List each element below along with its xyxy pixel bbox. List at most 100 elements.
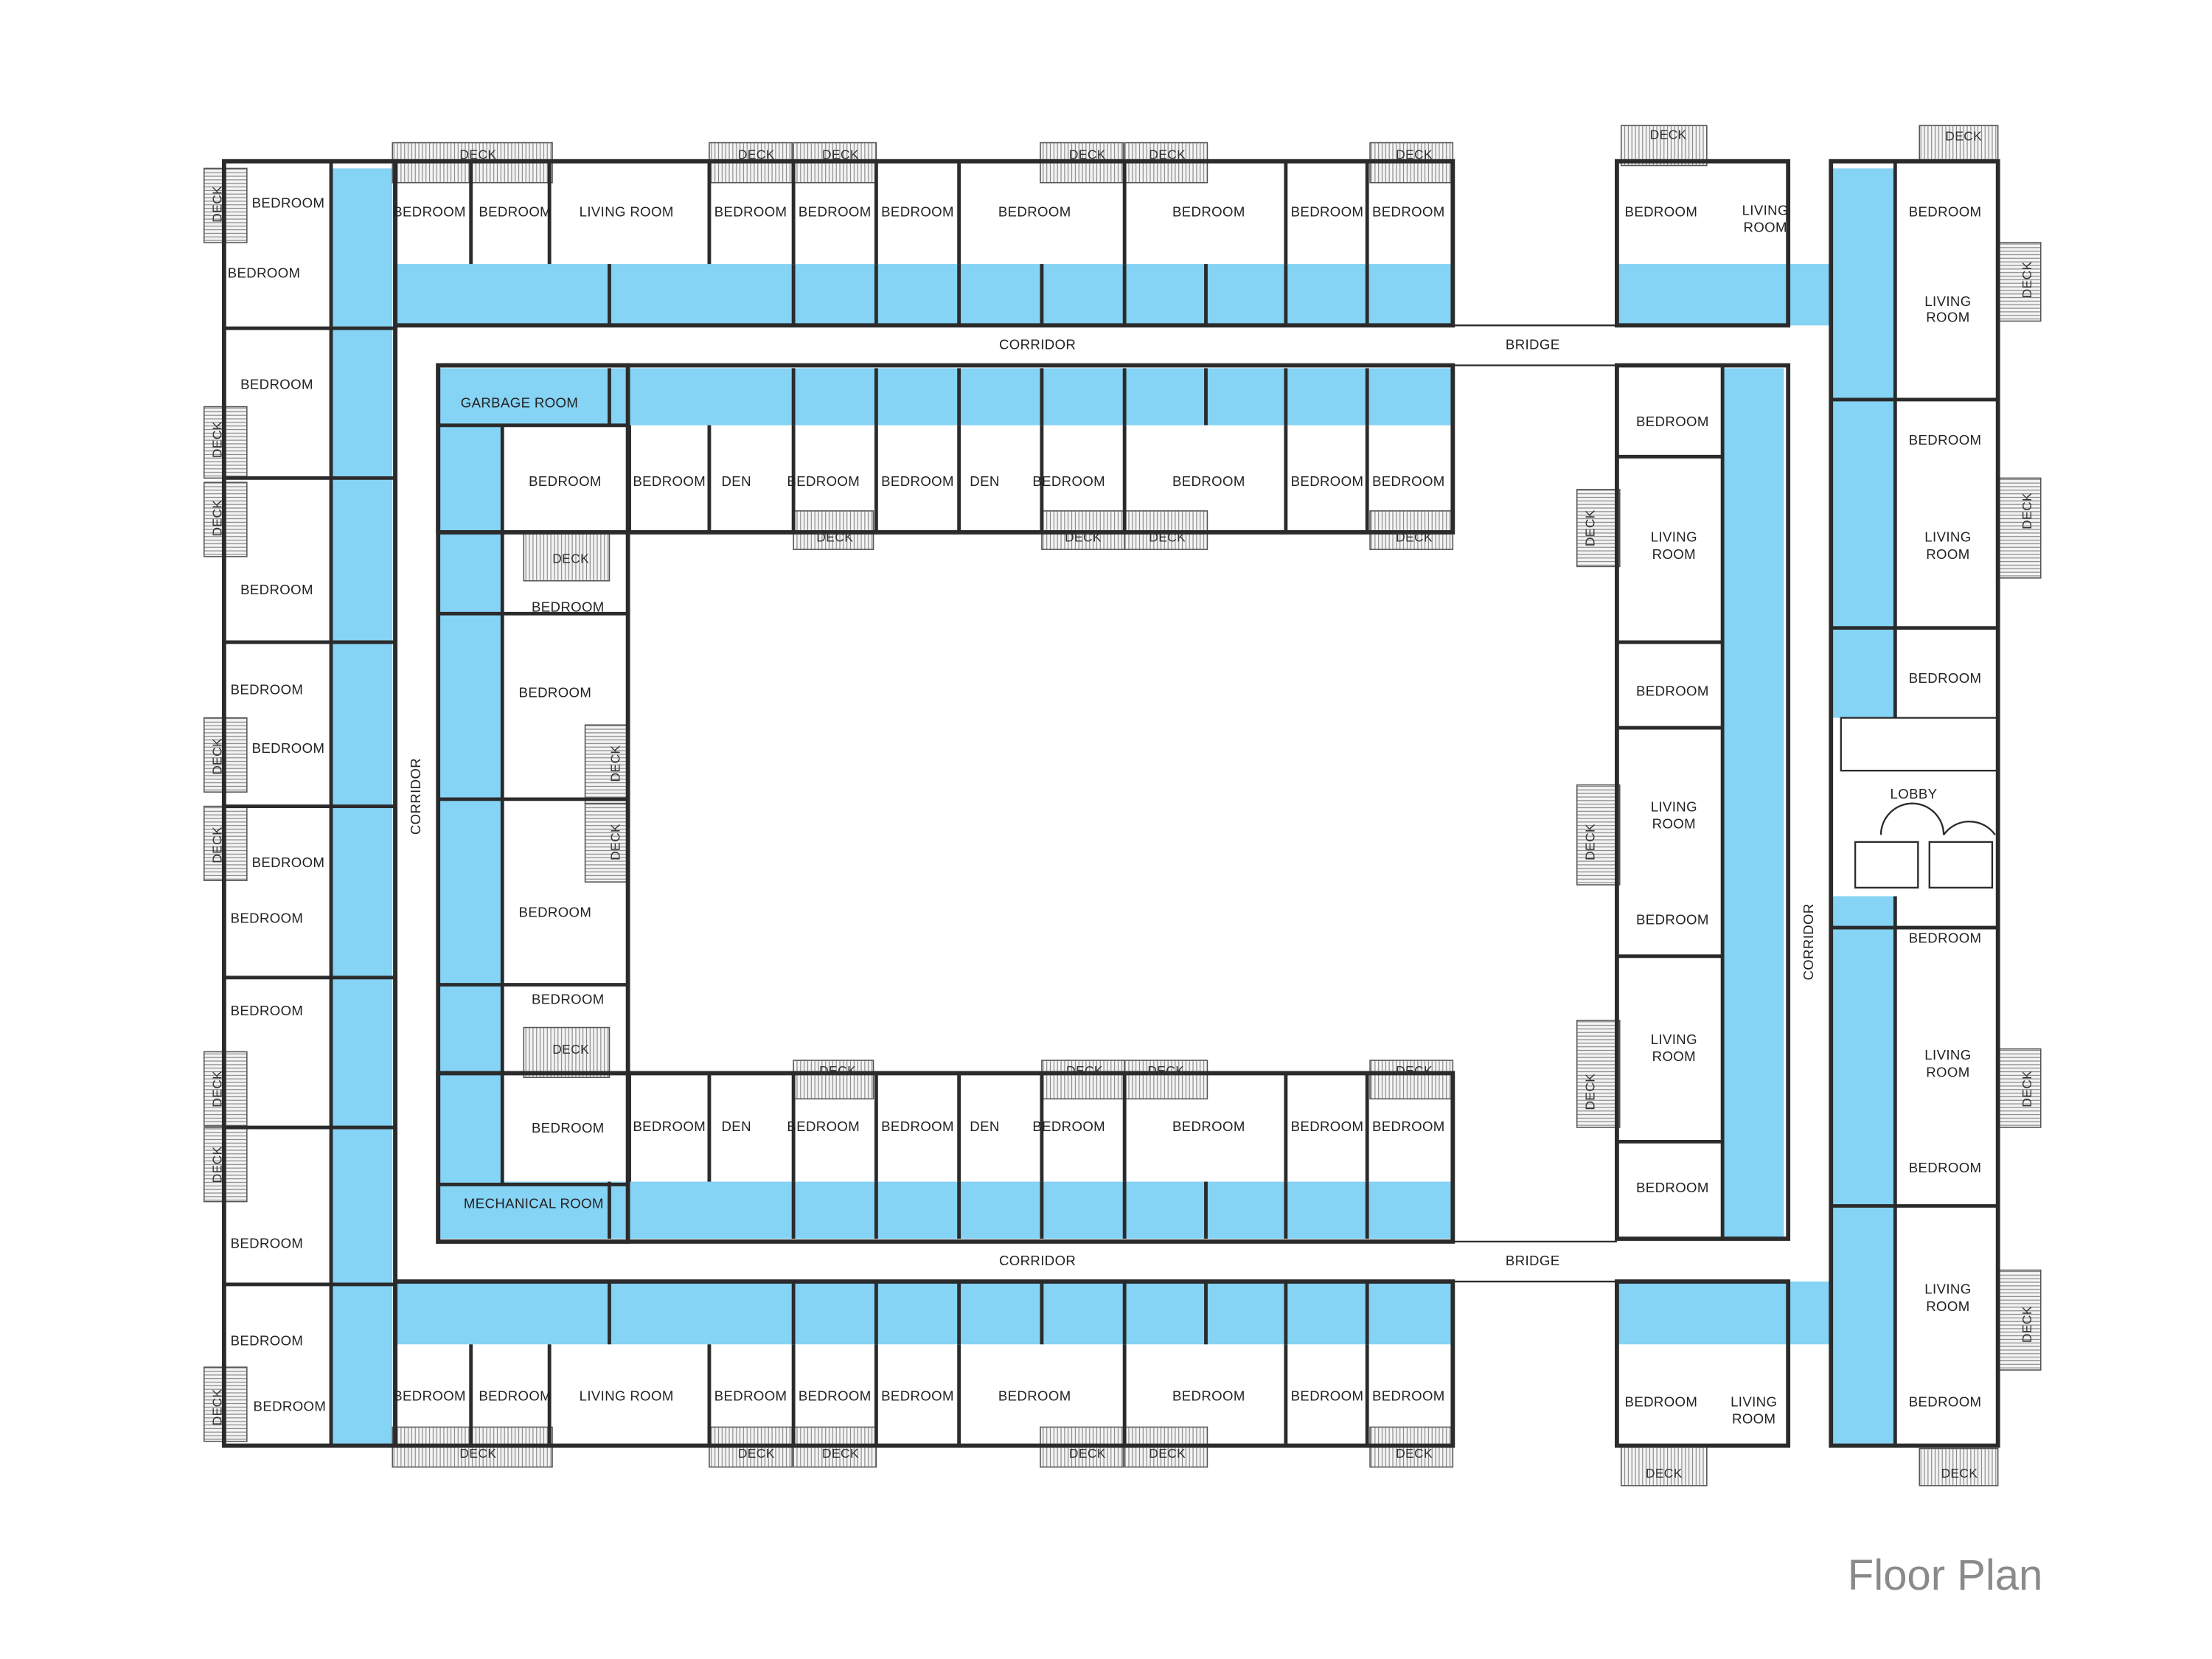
room-label: BEDROOM <box>1032 473 1105 489</box>
room-label: BEDROOM <box>1172 1119 1245 1134</box>
room-label: LIVING <box>1742 202 1789 218</box>
deck-area <box>1620 1444 1708 1486</box>
bottom-outer-service-strip <box>395 1281 1453 1345</box>
deck-label: DECK <box>738 147 775 162</box>
inner-bottom-service-strip <box>438 1181 1453 1239</box>
room-label: DEN <box>970 1119 999 1134</box>
room-label: BEDROOM <box>1032 1119 1105 1134</box>
deck-label: DECK <box>210 827 225 863</box>
room-label: GARBAGE ROOM <box>461 395 578 411</box>
room-label: BEDROOM <box>252 740 325 756</box>
room-label: BEDROOM <box>881 204 954 219</box>
deck-label: DECK <box>1396 1063 1433 1078</box>
deck-label: DECK <box>210 738 225 775</box>
room-label: ROOM <box>1926 1298 1969 1314</box>
room-label: BEDROOM <box>240 376 313 392</box>
room-label: BEDROOM <box>1909 1160 1982 1175</box>
deck-label: DECK <box>210 421 225 458</box>
deck-label: DECK <box>1945 128 1982 143</box>
right-a-service-strip <box>1722 368 1784 1239</box>
deck-label: DECK <box>210 1388 225 1425</box>
room-label: BEDROOM <box>231 682 304 698</box>
room-label: BEDROOM <box>393 1388 466 1404</box>
deck-label: DECK <box>459 147 496 162</box>
room-label: BEDROOM <box>714 1388 787 1404</box>
room-label: BEDROOM <box>1372 1119 1445 1134</box>
deck-area <box>584 802 629 883</box>
right-a-top-strip <box>1616 264 1832 326</box>
room-label: ROOM <box>1732 1411 1775 1427</box>
deck-area <box>793 1060 874 1100</box>
room-label: BEDROOM <box>998 1388 1071 1404</box>
deck-label: DECK <box>608 745 623 782</box>
room-label: BEDROOM <box>1172 473 1245 489</box>
deck-label: DECK <box>210 500 225 537</box>
right-a-bottom-strip <box>1616 1281 1832 1345</box>
room-label: BEDROOM <box>231 1236 304 1251</box>
room-label: BEDROOM <box>1909 930 1982 945</box>
room-label: DEN <box>722 473 751 489</box>
room-label: BEDROOM <box>1909 1394 1982 1409</box>
room-label: BEDROOM <box>1291 1119 1364 1134</box>
room-label: BEDROOM <box>393 204 466 219</box>
deck-area <box>1620 125 1708 167</box>
room-label: BEDROOM <box>881 1388 954 1404</box>
room-label: BEDROOM <box>881 473 954 489</box>
deck-label: DECK <box>1149 147 1186 162</box>
deck-label: DECK <box>1396 147 1433 162</box>
room-label: LIVING <box>1924 1047 1971 1062</box>
deck-label: DECK <box>210 1146 225 1183</box>
room-label: BRIDGE <box>1506 1253 1560 1268</box>
room-label: BEDROOM <box>714 204 787 219</box>
room-label: ROOM <box>1652 816 1696 832</box>
room-label: BEDROOM <box>881 1119 954 1134</box>
room-label: BEDROOM <box>799 1388 872 1404</box>
deck-label: DECK <box>822 1446 859 1461</box>
deck-label: DECK <box>1583 824 1598 860</box>
deck-label: DECK <box>1066 1063 1103 1078</box>
room-label: CORRIDOR <box>999 336 1076 352</box>
deck-label: DECK <box>1583 1074 1598 1110</box>
deck-area <box>1369 1060 1454 1100</box>
room-label: DEN <box>970 473 999 489</box>
room-label: BEDROOM <box>529 473 602 489</box>
room-label: CORRIDOR <box>1801 903 1816 980</box>
deck-label: DECK <box>1069 1446 1106 1461</box>
room-label: BEDROOM <box>633 473 706 489</box>
top-outer-service-strip <box>395 264 1453 326</box>
room-label: BEDROOM <box>1172 204 1245 219</box>
deck-area <box>1576 1020 1621 1128</box>
room-label: ROOM <box>1652 1048 1696 1064</box>
deck-label: DECK <box>822 147 859 162</box>
drawing-title: Floor Plan <box>1848 1551 2043 1599</box>
room-label: BEDROOM <box>240 582 313 597</box>
room-label: LIVING ROOM <box>580 204 674 219</box>
room-label: BEDROOM <box>228 265 301 281</box>
deck-label: DECK <box>1583 509 1598 546</box>
room-label: BEDROOM <box>231 1003 304 1018</box>
room-label: CORRIDOR <box>408 758 423 835</box>
room-label: LIVING <box>1924 529 1971 545</box>
room-label: BEDROOM <box>1636 911 1709 927</box>
deck-label: DECK <box>210 186 225 223</box>
deck-label: DECK <box>1646 1466 1683 1481</box>
inner-left-service-strip <box>438 425 503 1185</box>
room-label: BEDROOM <box>1909 432 1982 448</box>
room-label: LIVING <box>1651 529 1697 545</box>
room-label: MECHANICAL ROOM <box>464 1195 604 1211</box>
deck-area <box>1041 1060 1125 1100</box>
room-label: BEDROOM <box>1291 1388 1364 1404</box>
deck-label: DECK <box>2020 1306 2034 1343</box>
deck-area <box>1919 125 1999 164</box>
room-label: DEN <box>722 1119 751 1134</box>
room-label: BEDROOM <box>231 910 304 925</box>
room-label: LIVING ROOM <box>580 1388 674 1404</box>
room-label: BEDROOM <box>1372 1388 1445 1404</box>
room-label: BEDROOM <box>252 855 325 870</box>
room-label: BEDROOM <box>532 599 605 614</box>
room-label: BEDROOM <box>519 685 592 700</box>
deck-label: DECK <box>738 1446 775 1461</box>
deck-label: DECK <box>819 1063 856 1078</box>
room-label: BEDROOM <box>1625 204 1698 219</box>
